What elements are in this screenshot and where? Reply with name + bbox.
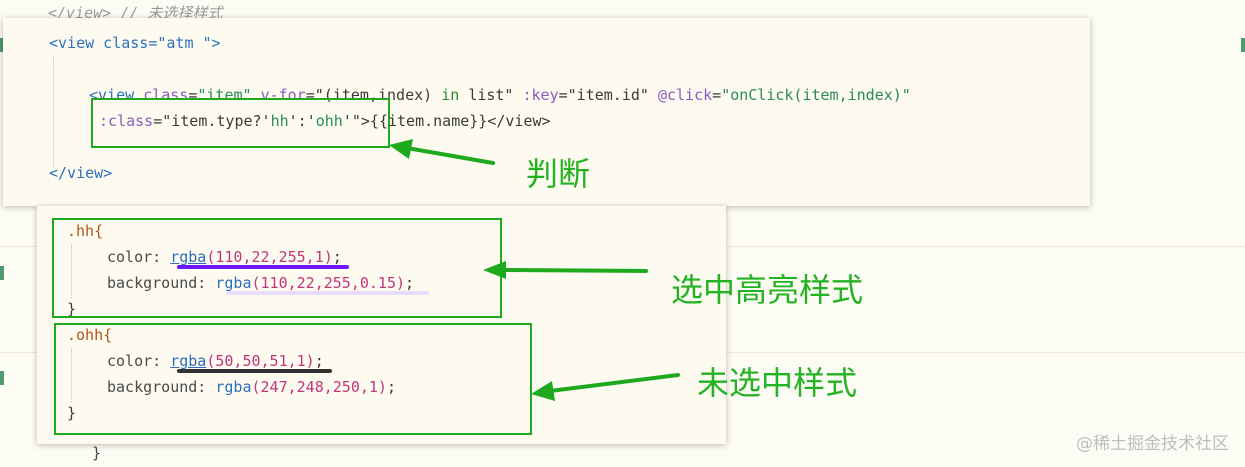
gutter-marker: [1241, 38, 1245, 52]
hh-close-brace: }: [67, 300, 77, 318]
class-binding-val-a: "item.type?': [162, 112, 271, 130]
class-binding-ohh: ohh: [315, 112, 343, 130]
ohh-close-line: }: [67, 400, 76, 426]
gutter-marker: [0, 38, 4, 52]
class-binding-end: '": [342, 112, 361, 130]
hh-color-swatch-underline: [177, 265, 349, 269]
hh-selector: .hh{: [67, 222, 104, 240]
hh-selector-line: .hh{: [67, 218, 103, 244]
view-close-tag: </view>: [49, 164, 113, 182]
class-binding-line: :class="item.type?'hh':'ohh'">{{item.nam…: [99, 112, 551, 130]
ohh-color-args: (50,50,51,1): [206, 352, 315, 370]
hh-color-line: color: rgba(110,22,255,1);: [107, 248, 342, 266]
ohh-selector-line: .ohh{: [67, 322, 112, 348]
loop-vfor-val-b: list": [468, 86, 514, 104]
hh-bg-line: background: rgba(110,22,255,0.15);: [107, 274, 415, 292]
indent-guide: [71, 244, 72, 298]
ohh-color-fn: rgba: [170, 352, 207, 370]
ohh-bg-fn: rgba: [215, 378, 252, 396]
loop-vfor-in: in: [441, 86, 460, 104]
hh-rule-highlight-box: [52, 218, 502, 318]
hh-color-prop: color:: [107, 248, 171, 266]
comment-line: </view> // 未选择样式: [48, 4, 223, 22]
gutter-marker: [0, 371, 4, 385]
hh-color-args: (110,22,255,1): [206, 248, 333, 266]
loop-key-attr: :key: [522, 86, 559, 104]
indent-guide: [53, 56, 54, 168]
indent-guide: [71, 348, 72, 402]
view-close-line: </view>: [49, 160, 112, 186]
view-open-line: <view class="atm ">: [49, 30, 221, 56]
class-binding-mid: ':': [288, 112, 316, 130]
hh-color-fn: rgba: [170, 248, 207, 266]
loop-key-val: "item.id": [567, 86, 649, 104]
unselected-style-label: 未选中样式: [697, 364, 858, 402]
ohh-color-prop: color:: [107, 352, 171, 370]
watermark: @稀土掘金技术社区: [1076, 434, 1229, 454]
ohh-color-swatch-underline: [177, 369, 332, 373]
unselected-arrow: [531, 373, 680, 401]
bottom-brace: }: [92, 444, 102, 462]
hh-bg-swatch-underline: [226, 291, 429, 295]
ohh-color-line: color: rgba(50,50,51,1);: [107, 352, 324, 370]
class-binding-tail: >{{item.name}}</view>: [360, 112, 551, 130]
selected-arrow: [483, 261, 648, 279]
gutter-marker: [0, 266, 4, 280]
style-code-panel: .hh{ color: rgba(110,22,255,1); backgrou…: [37, 206, 726, 444]
loop-click-attr: @click: [657, 86, 713, 104]
ohh-bg-args: (247,248,250,1): [251, 378, 387, 396]
class-binding-highlight-box: [91, 98, 390, 148]
ohh-rule-highlight-box: [54, 323, 532, 435]
view-open-tag: <view class="atm ">: [49, 34, 221, 52]
ohh-close-brace: }: [67, 404, 77, 422]
ohh-bg-line: background: rgba(247,248,250,1);: [107, 378, 396, 396]
hh-bg-fn: rgba: [215, 274, 252, 292]
loop-click-val: "onClick(item,index)": [721, 86, 911, 104]
class-binding-attr: :class: [99, 112, 154, 130]
judge-arrow: [389, 139, 495, 165]
hh-bg-args: (110,22,255,0.15): [251, 274, 406, 292]
hh-bg-prop: background:: [107, 274, 216, 292]
judge-label: 判断: [526, 155, 591, 193]
selected-style-label: 选中高亮样式: [671, 271, 864, 309]
ohh-bg-prop: background:: [107, 378, 216, 396]
hh-close-line: }: [67, 296, 76, 322]
class-binding-hh: hh: [270, 112, 289, 130]
ohh-selector: .ohh{: [67, 326, 113, 344]
